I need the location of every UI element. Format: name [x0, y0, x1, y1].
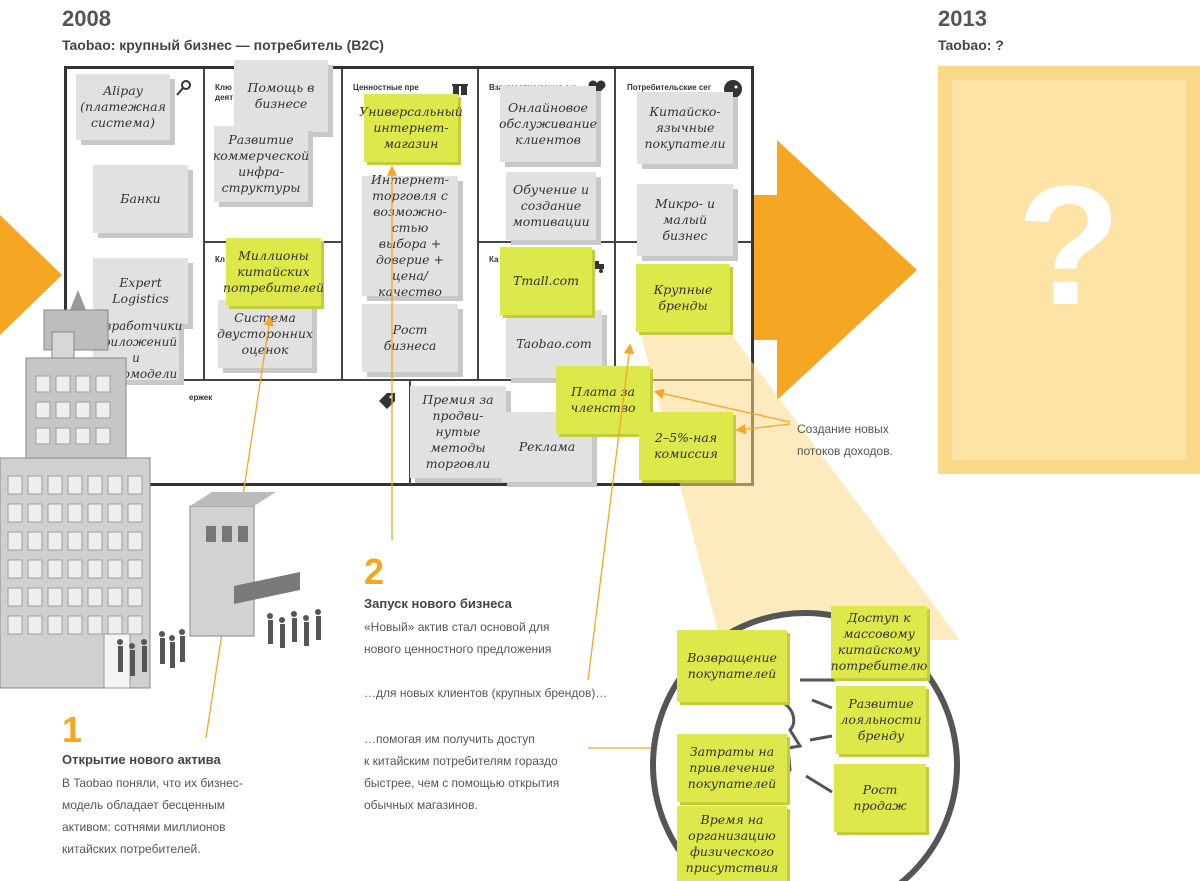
left-arrow-shape	[0, 215, 62, 335]
note-acquisition-cost: Затраты на привлечение покупателей	[677, 734, 787, 802]
note-training: Обучение и создание мотивации	[506, 172, 596, 240]
header-key-resources: Кл	[215, 255, 225, 264]
note-millions-consumers: Миллионы китайских потребителей	[223, 238, 324, 306]
transition-arrow	[752, 140, 917, 400]
note-help: Помощь в бизнесе	[234, 60, 328, 132]
note-universal-store: Универсальный интернет-магазин	[359, 94, 463, 162]
note-membership-fee: Плата за членство	[556, 366, 650, 434]
note-premium: Премия за продви-нутые методы торговли	[410, 386, 506, 478]
header-costs: ержек	[189, 393, 213, 402]
section1-text: В Taobao поняли, что их бизнес- модель о…	[62, 776, 243, 856]
section1-heading: Открытие нового актива	[62, 752, 221, 767]
note-expert-logistics: Expert Logistics	[93, 258, 188, 324]
note-returning-customers: Возвращение покупателей	[677, 630, 787, 702]
note-micro-business: Микро- и малый бизнес	[637, 184, 733, 256]
note-tmall: Tmall.com	[500, 247, 592, 315]
buildings-illustration	[0, 290, 321, 689]
section2-para1: «Новый» актив стал основой для нового це…	[364, 620, 552, 656]
note-chinese-buyers: Китайско-язычные покупатели	[637, 92, 733, 164]
left-year: 2008	[62, 6, 111, 31]
section2-para2: …для новых клиентов (крупных брендов)…	[364, 686, 608, 700]
section2-para3: …помогая им получить доступ к китайским …	[364, 732, 560, 812]
key-icon	[176, 80, 191, 96]
left-title: Taobao: крупный бизнес — потребитель (B2…	[62, 37, 384, 53]
header-segments: Потребительские сег	[627, 83, 712, 92]
note-physical-presence-time: Время на организацию физического присутс…	[677, 806, 787, 881]
gift-icon	[452, 81, 468, 95]
note-online-service: Онлайновое обслуживание клиентов	[499, 86, 597, 162]
note-infrastructure: Развитие коммерческой инфра-структуры	[213, 126, 309, 202]
note-sales-growth: Рост продаж	[834, 764, 926, 832]
question-mark: ?	[1017, 151, 1121, 341]
annotation-new-revenue: Создание новых потоков доходов.	[797, 422, 893, 458]
note-commission: 2–5%-ная комиссия	[639, 412, 733, 480]
note-business-growth: Рост бизнеса	[362, 304, 458, 372]
header-key-activities: Клю деят	[215, 83, 234, 102]
future-model-box: ?	[938, 66, 1200, 474]
section2-heading: Запуск нового бизнеса	[364, 596, 512, 611]
header-value-prop: Ценностные пре	[353, 83, 419, 92]
heart-icon	[588, 80, 606, 95]
header-channels: Ка	[489, 255, 499, 264]
note-brand-loyalty: Развитие лояльности бренду	[836, 686, 926, 754]
note-alipay: Alipay (платежная система)	[76, 74, 170, 140]
section2-number: 2	[364, 551, 385, 592]
note-banks: Банки	[93, 165, 188, 233]
section1-number: 1	[62, 709, 83, 750]
note-mass-access: Доступ к массовому китайскому потребител…	[831, 606, 927, 678]
note-large-brands: Крупные бренды	[636, 264, 730, 332]
right-year: 2013	[938, 6, 987, 31]
right-title: Taobao: ?	[938, 37, 1004, 53]
